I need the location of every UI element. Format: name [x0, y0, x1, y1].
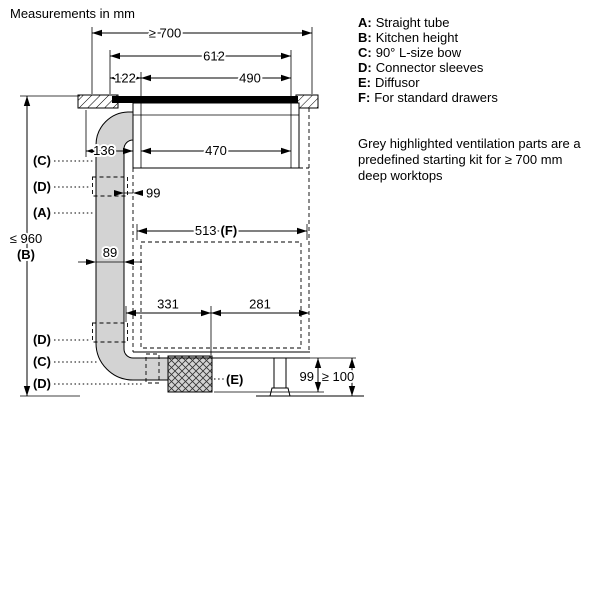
legend-key: C: [358, 45, 372, 60]
cabinet [132, 108, 364, 397]
part-label-d-top: (D) [33, 179, 51, 194]
part-label-c-top: (C) [33, 153, 51, 168]
legend-label: Connector sleeves [375, 60, 484, 75]
part-label-c-bottom: (C) [33, 354, 51, 369]
dim-490: 490 [239, 71, 261, 86]
kit-note: Grey highlighted ventilation parts are a… [358, 136, 581, 183]
dim-99-top: 99 [146, 186, 160, 201]
hob [112, 96, 300, 169]
dim-281: 281 [249, 297, 271, 312]
ref-f: (F) [221, 223, 238, 238]
leader-lines [54, 160, 224, 385]
legend-label: Kitchen height [375, 30, 459, 45]
legend-key: D: [358, 60, 372, 75]
dim-136: 136 [93, 143, 115, 158]
legend-item-f: F:For standard drawers [358, 90, 498, 105]
legend-key: F: [358, 90, 371, 105]
dim-331: 331 [157, 297, 179, 312]
dim-960: ≤ 960 [10, 231, 42, 246]
legend-item-c: C:90° L-size bow [358, 45, 498, 60]
part-label-a: (A) [33, 205, 51, 220]
legend-label: For standard drawers [374, 90, 498, 105]
ref-b: (B) [17, 247, 35, 262]
legend-label: Diffusor [375, 75, 420, 90]
extension-lines [20, 27, 356, 397]
part-label-e: (E) [226, 372, 243, 387]
page-title: Measurements in mm [10, 6, 135, 21]
drawer-outline [140, 241, 302, 349]
legend-label: 90° L-size bow [375, 45, 462, 60]
part-label-d-bottom: (D) [33, 376, 51, 391]
legend-key: E: [358, 75, 371, 90]
dim-99-bottom: 99 [300, 369, 314, 384]
diffusor [167, 355, 213, 393]
dim-513: 513(F) [195, 223, 237, 238]
legend-label: Straight tube [375, 15, 450, 30]
dim-612: 612 [203, 49, 225, 64]
dimension-lines [23, 29, 356, 396]
connector-sleeve-top [92, 176, 128, 197]
dim-total-width: ≥ 700 [149, 26, 181, 41]
dim-plinth: ≥ 100 [322, 369, 354, 384]
connector-sleeve-bottom [92, 322, 128, 343]
dim-122: 122 [114, 71, 136, 86]
legend-item-b: B:Kitchen height [358, 30, 498, 45]
part-label-d-mid: (D) [33, 332, 51, 347]
legend: A:Straight tube B:Kitchen height C:90° L… [358, 15, 498, 105]
dim-89: 89 [103, 245, 117, 260]
legend-item-e: E: Diffusor [358, 75, 498, 90]
part-labels: (C) (D) (A) (D) (C) (D) (E) [31, 151, 245, 393]
legend-key: B: [358, 30, 372, 45]
hob-body [132, 102, 300, 169]
legend-key: A: [358, 15, 372, 30]
ventilation-duct [92, 111, 213, 393]
hob-surface [112, 96, 298, 103]
dim-470: 470 [205, 143, 227, 158]
dimension-labels: ≥ 700 612 122 490 136 470 99 513(F) 89 3… [8, 24, 356, 387]
legend-item-a: A:Straight tube [358, 15, 498, 30]
legend-item-d: D:Connector sleeves [358, 60, 498, 75]
